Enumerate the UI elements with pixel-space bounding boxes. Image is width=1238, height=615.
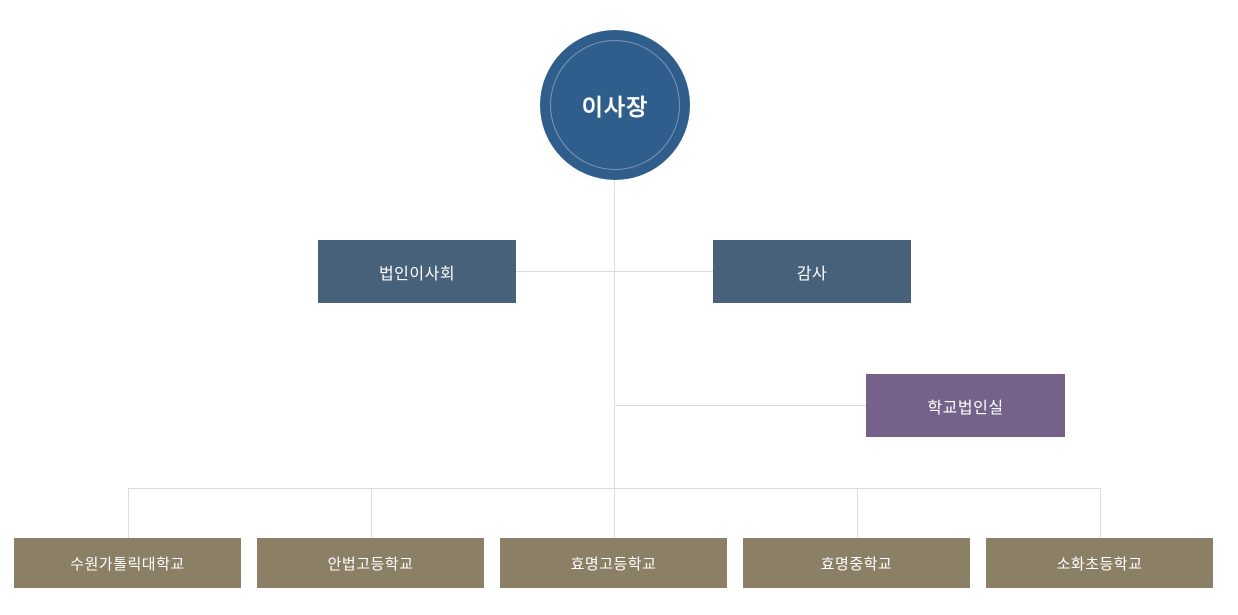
connector-board-horizontal (516, 271, 713, 272)
connector-school-drop-2 (371, 488, 372, 538)
school-node-hyomyeong-high[interactable]: 효명고등학교 (500, 538, 727, 588)
auditor-label: 감사 (796, 265, 828, 283)
school-node-hyomyeong-middle[interactable]: 효명중학교 (743, 538, 970, 588)
school-label: 소화초등학교 (1056, 555, 1143, 573)
school-label: 효명고등학교 (570, 555, 657, 573)
connector-root-vertical (614, 180, 615, 488)
board-node[interactable]: 법인이사회 (318, 240, 516, 303)
school-label: 효명중학교 (820, 555, 893, 573)
school-label: 안법고등학교 (327, 555, 414, 573)
connector-school-drop-3 (614, 488, 615, 538)
school-node-anbeop-high[interactable]: 안법고등학교 (257, 538, 484, 588)
auditor-node[interactable]: 감사 (713, 240, 911, 303)
connector-office-horizontal (614, 405, 866, 406)
connector-school-drop-1 (128, 488, 129, 538)
school-node-sohwa-elementary[interactable]: 소화초등학교 (986, 538, 1213, 588)
foundation-office-label: 학교법인실 (927, 399, 1004, 417)
connector-school-drop-5 (1100, 488, 1101, 538)
board-label: 법인이사회 (378, 265, 456, 283)
connector-school-drop-4 (857, 488, 858, 538)
school-node-suwon-catholic-univ[interactable]: 수원가톨릭대학교 (14, 538, 241, 588)
chairman-label: 이사장 (581, 94, 649, 120)
school-label: 수원가톨릭대학교 (70, 555, 185, 573)
foundation-office-node[interactable]: 학교법인실 (866, 374, 1065, 437)
chairman-node[interactable]: 이사장 (540, 30, 690, 180)
